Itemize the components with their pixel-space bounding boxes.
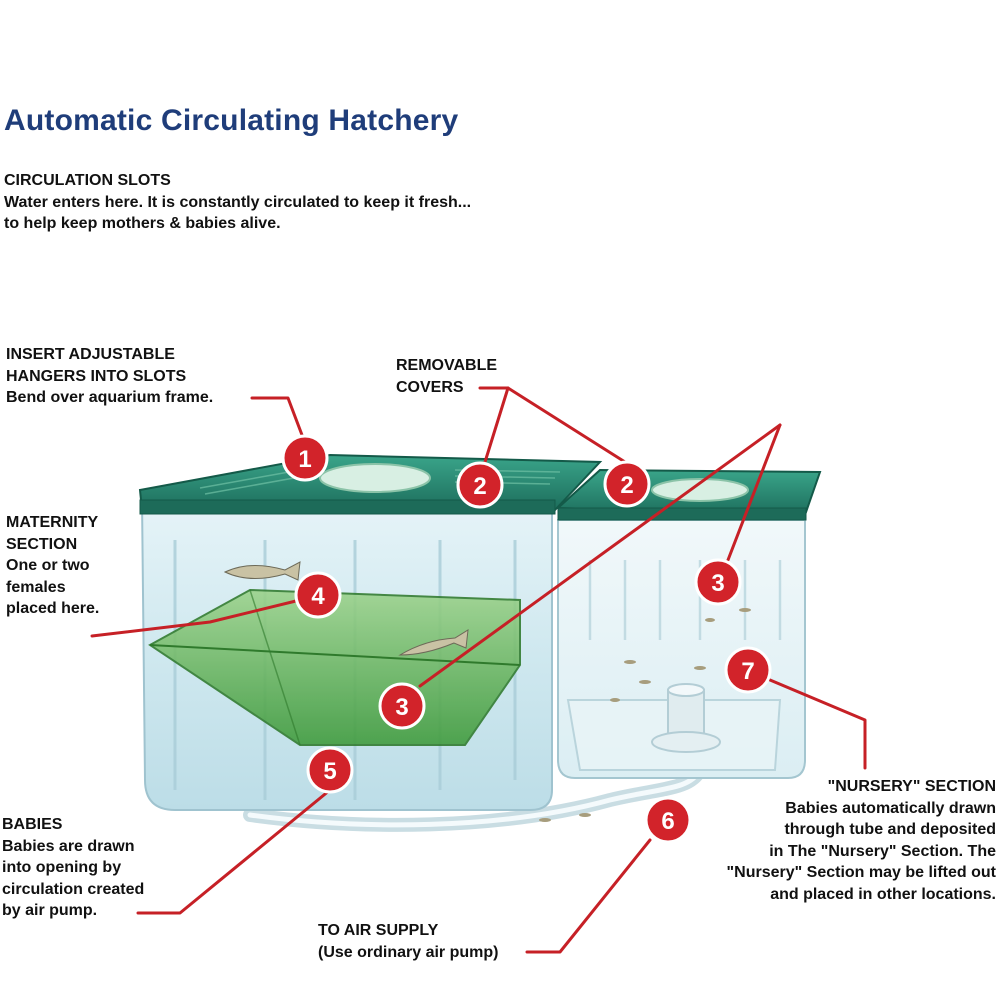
nursery-line4: in The "Nursery" Section. The [769, 842, 996, 860]
maternity-line3: One or two [6, 557, 90, 574]
svg-text:2: 2 [473, 473, 486, 500]
leader-2a [478, 386, 510, 464]
nursery-line1: "NURSERY" SECTION [827, 778, 996, 795]
air-supply-line1: TO AIR SUPPLY [318, 922, 439, 939]
badge-1: 1 [281, 434, 329, 482]
badge-5: 5 [306, 746, 354, 794]
covers-line2: COVERS [396, 378, 464, 396]
covers-line1: REMOVABLE [396, 357, 498, 374]
circulation-slots-line2: to help keep mothers & babies alive. [4, 215, 281, 232]
circulation-slots-label: CIRCULATION SLOTS Water enters here. It … [4, 170, 471, 235]
nursery-label: "NURSERY" SECTION Babies automatically d… [727, 776, 996, 905]
babies-line2: Babies are drawn [2, 837, 135, 855]
svg-text:5: 5 [323, 758, 336, 785]
svg-text:6: 6 [661, 808, 674, 835]
babies-line3: into opening by [2, 859, 122, 876]
babies-line1: BABIES [2, 816, 63, 833]
badge-2b: 2 [603, 460, 651, 508]
leader-2b [506, 386, 627, 464]
maternity-line1: MATERNITY [6, 514, 99, 531]
badge-6: 6 [644, 796, 692, 844]
badge-7: 7 [724, 646, 772, 694]
maternity-line2: SECTION [6, 535, 78, 553]
svg-text:3: 3 [395, 694, 408, 721]
svg-text:4: 4 [311, 583, 325, 610]
nursery-line3: through tube and deposited [784, 821, 996, 838]
circulation-slots-line1: Water enters here. It is constantly circ… [4, 193, 472, 211]
leader-4 [90, 598, 302, 638]
leader-6 [525, 838, 652, 954]
nursery-line5: "Nursery" Section may be lifted out [726, 864, 996, 881]
svg-text:7: 7 [741, 658, 754, 685]
babies-line5: by air pump. [2, 902, 98, 919]
circulation-slots-heading: CIRCULATION SLOTS [4, 172, 171, 189]
covers-label: REMOVABLE COVERS [396, 355, 497, 398]
svg-text:2: 2 [620, 472, 633, 499]
badge-3b: 3 [378, 682, 426, 730]
hangers-label: INSERT ADJUSTABLE HANGERS INTO SLOTS Ben… [6, 344, 213, 409]
leader-7 [768, 678, 867, 770]
leader-5 [136, 788, 332, 915]
hangers-line3: Bend over aquarium frame. [6, 389, 214, 406]
babies-label: BABIES Babies are drawn into opening by … [2, 814, 144, 922]
maternity-label: MATERNITY SECTION One or two females pla… [6, 512, 99, 620]
babies-line4: circulation created [2, 880, 145, 898]
page-title: Automatic Circulating Hatchery [4, 104, 459, 137]
svg-text:1: 1 [298, 446, 311, 473]
badge-4: 4 [294, 571, 342, 619]
leader-1 [250, 396, 304, 437]
maternity-line4: females [6, 578, 66, 596]
badge-2a: 2 [456, 461, 504, 509]
badge-3a: 3 [694, 558, 742, 606]
air-supply-line2: (Use ordinary air pump) [318, 943, 499, 961]
leader-3a [726, 423, 782, 562]
nursery-line6: and placed in other locations. [770, 885, 996, 903]
hangers-line1: INSERT ADJUSTABLE [6, 346, 175, 363]
nursery-line2: Babies automatically drawn [785, 799, 996, 817]
maternity-line5: placed here. [6, 600, 100, 617]
air-supply-label: TO AIR SUPPLY (Use ordinary air pump) [318, 920, 498, 963]
svg-text:3: 3 [711, 570, 724, 597]
hangers-line2: HANGERS INTO SLOTS [6, 367, 187, 385]
leader-3b [418, 423, 782, 688]
fish-icon [223, 561, 469, 656]
